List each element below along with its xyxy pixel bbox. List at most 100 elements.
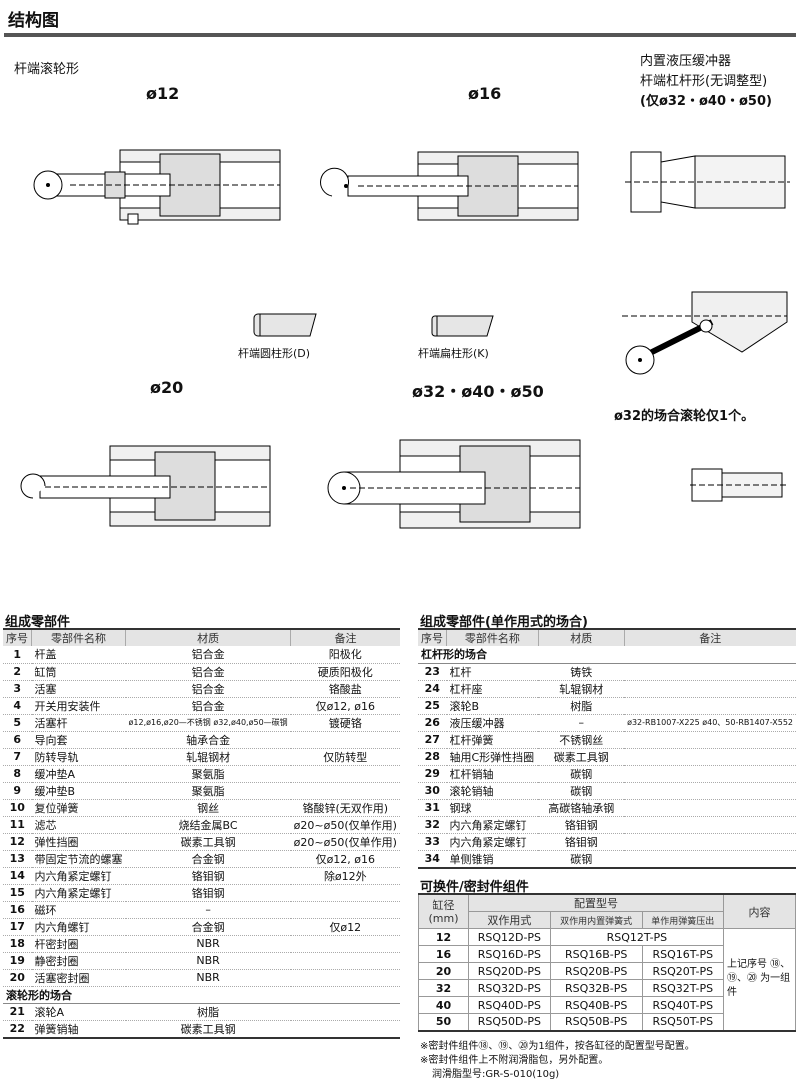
cell bbox=[624, 799, 796, 817]
cell: 滚轮A bbox=[31, 1003, 126, 1021]
cell bbox=[624, 663, 796, 681]
cell: 碳素工具钢 bbox=[125, 1020, 291, 1038]
cell: 碳钢 bbox=[538, 850, 625, 868]
cell: 钢球 bbox=[446, 799, 539, 817]
table3-single-out-header: 单作用弹簧压出 bbox=[641, 911, 725, 929]
cell: 29 bbox=[418, 765, 447, 783]
model-cell: RSQ16D-PS bbox=[468, 945, 551, 963]
size-label-20: ø20 bbox=[150, 378, 184, 397]
cell bbox=[624, 850, 796, 868]
cell: 铬钼钢 bbox=[125, 884, 291, 902]
cell: 6 bbox=[3, 731, 32, 749]
table2-header: 备注 bbox=[623, 629, 796, 646]
table3-content-header: 内容 bbox=[723, 893, 796, 929]
cell: 22 bbox=[3, 1020, 32, 1038]
lever-drawing-top bbox=[625, 151, 790, 213]
cell: 10 bbox=[3, 799, 32, 817]
cell: – bbox=[125, 901, 291, 919]
cell: 18 bbox=[3, 935, 32, 953]
model-cell: RSQ20D-PS bbox=[468, 962, 551, 980]
model-cell: RSQ20B-PS bbox=[549, 962, 643, 980]
cell: 碳钢 bbox=[538, 765, 625, 783]
cell: 21 bbox=[3, 1003, 32, 1021]
subheader-cell: 滚轮形的场合 bbox=[3, 986, 400, 1004]
cell: 液压缓冲器 bbox=[446, 714, 539, 732]
table1-title: 组成零部件 bbox=[5, 615, 71, 630]
cell: 防转导轨 bbox=[31, 748, 126, 766]
cell: 钢丝 bbox=[125, 799, 291, 817]
cell: 碳素工具钢 bbox=[125, 833, 291, 851]
cell: 滤芯 bbox=[31, 816, 126, 834]
cell: 仅防转型 bbox=[290, 748, 400, 766]
cell: 开关用安装件 bbox=[31, 697, 126, 715]
cell: 硬质阳极化 bbox=[290, 663, 400, 681]
cell: 内六角紧定螺钉 bbox=[446, 816, 539, 834]
cell: 磁环 bbox=[31, 901, 126, 919]
cell: 杠杆 bbox=[446, 663, 539, 681]
cell: 铸铁 bbox=[538, 663, 625, 681]
cell: 树脂 bbox=[538, 697, 625, 715]
cell: 1 bbox=[3, 646, 32, 664]
model-cell: RSQ32T-PS bbox=[641, 979, 725, 997]
cell: 阳极化 bbox=[290, 646, 400, 664]
cell: ø12,ø16,ø20—不锈钢 ø32,ø40,ø50—碳钢 bbox=[125, 714, 291, 732]
bore-cell: 50 bbox=[418, 1013, 469, 1031]
cylinder-drawing-20 bbox=[20, 445, 271, 527]
cell: 铬钼钢 bbox=[125, 867, 291, 885]
model-cell: RSQ16T-PS bbox=[641, 945, 725, 963]
cell: 碳钢 bbox=[538, 782, 625, 800]
cell bbox=[290, 765, 400, 783]
cell: 7 bbox=[3, 748, 32, 766]
model-cell: RSQ32B-PS bbox=[549, 979, 643, 997]
cell: 23 bbox=[418, 663, 447, 681]
cell: 活塞 bbox=[31, 680, 126, 698]
cell: 铝合金 bbox=[125, 663, 291, 681]
cell: 树脂 bbox=[125, 1003, 291, 1021]
model-cell: RSQ50D-PS bbox=[468, 1013, 551, 1031]
cell: 3 bbox=[3, 680, 32, 698]
cell: 铝合金 bbox=[125, 697, 291, 715]
bore-cell: 16 bbox=[418, 945, 469, 963]
cell: 19 bbox=[3, 952, 32, 970]
cell: 杠杆弹簧 bbox=[446, 731, 539, 749]
table2-header: 零部件名称 bbox=[446, 629, 539, 646]
table3-single-in-header: 双作用内置弹簧式 bbox=[549, 911, 643, 929]
bore-cell: 20 bbox=[418, 962, 469, 980]
cell bbox=[290, 782, 400, 800]
cell: NBR bbox=[125, 952, 291, 970]
cell: 杠杆销轴 bbox=[446, 765, 539, 783]
table2-title: 组成零部件(单作用式的场合) bbox=[420, 615, 588, 630]
cell: NBR bbox=[125, 935, 291, 953]
cell: 14 bbox=[3, 867, 32, 885]
model-cell: RSQ50B-PS bbox=[549, 1013, 643, 1031]
cell: 仅ø12 bbox=[290, 918, 400, 936]
cell bbox=[290, 935, 400, 953]
table-subheader: 杠杆形的场合 bbox=[418, 646, 796, 664]
cell: 5 bbox=[3, 714, 32, 732]
cell: 杠杆座 bbox=[446, 680, 539, 698]
table3-double-header: 双作用式 bbox=[468, 911, 551, 929]
title-divider bbox=[4, 33, 796, 37]
cell: 31 bbox=[418, 799, 447, 817]
cell: 缓冲垫B bbox=[31, 782, 126, 800]
cell: 高碳铬轴承钢 bbox=[538, 799, 625, 817]
cell: ø20~ø50(仅单作用) bbox=[290, 816, 400, 834]
phi32-note: ø32的场合滚轮仅1个。 bbox=[614, 409, 755, 424]
cell: 弹簧销轴 bbox=[31, 1020, 126, 1038]
cell: 缓冲垫A bbox=[31, 765, 126, 783]
cell: 烧结金属BC bbox=[125, 816, 291, 834]
model-cell: RSQ40T-PS bbox=[641, 996, 725, 1014]
cell: 24 bbox=[418, 680, 447, 698]
